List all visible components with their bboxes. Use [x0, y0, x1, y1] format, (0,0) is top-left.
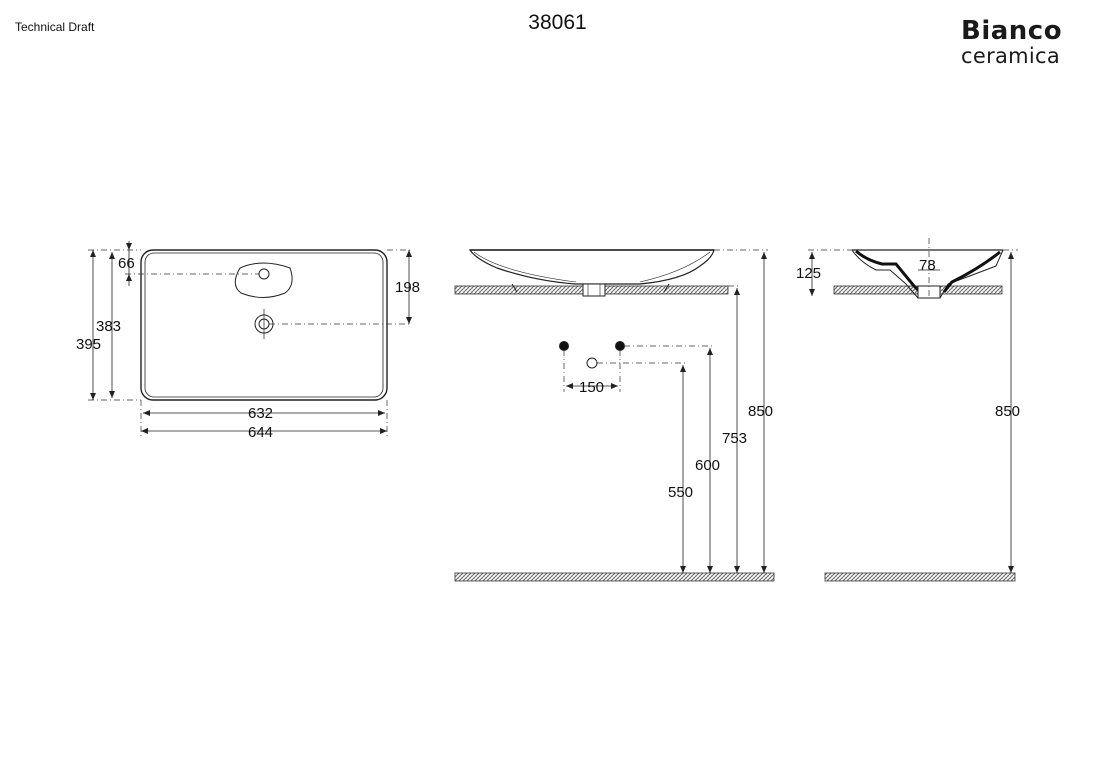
brand-logo: Bianco ceramica: [961, 18, 1062, 67]
dim-height-600: 600: [695, 457, 720, 474]
front-waste: [582, 283, 606, 297]
dim-height-550: 550: [668, 484, 693, 501]
dim-drain-offset: 198: [395, 279, 420, 296]
dim-drain-width: 78: [919, 257, 936, 274]
dim-inner-width: 632: [248, 405, 273, 422]
tap-hole: [258, 268, 270, 280]
side-view: [808, 238, 1018, 582]
brand-logo-line1: Bianco: [961, 16, 1063, 46]
front-floor: [454, 572, 775, 582]
top-view: [88, 241, 412, 436]
dim-side-height-850: 850: [995, 403, 1020, 420]
dim-fixing-spacing: 150: [579, 379, 604, 396]
front-basin-profile: [468, 249, 715, 285]
dim-height-850: 850: [748, 403, 773, 420]
dim-outer-width: 644: [248, 424, 273, 441]
waste-outlet: [586, 357, 598, 369]
fixing-left: [559, 341, 569, 351]
front-view: [454, 249, 775, 582]
basin-outer-outline: [140, 249, 388, 401]
tap-deck: [234, 262, 293, 298]
fixing-right: [615, 341, 625, 351]
header-label: Technical Draft: [15, 20, 95, 34]
dim-inner-depth: 383: [96, 318, 121, 335]
dim-basin-height: 125: [796, 265, 821, 282]
dim-outer-depth: 395: [76, 336, 101, 353]
basin-inner-outline: [144, 252, 384, 398]
brand-logo-line2: ceramica: [961, 44, 1061, 68]
dim-height-753: 753: [722, 430, 747, 447]
side-floor: [824, 572, 1016, 582]
dim-tap-hole-offset: 66: [118, 255, 135, 272]
model-code: 38061: [528, 11, 587, 34]
